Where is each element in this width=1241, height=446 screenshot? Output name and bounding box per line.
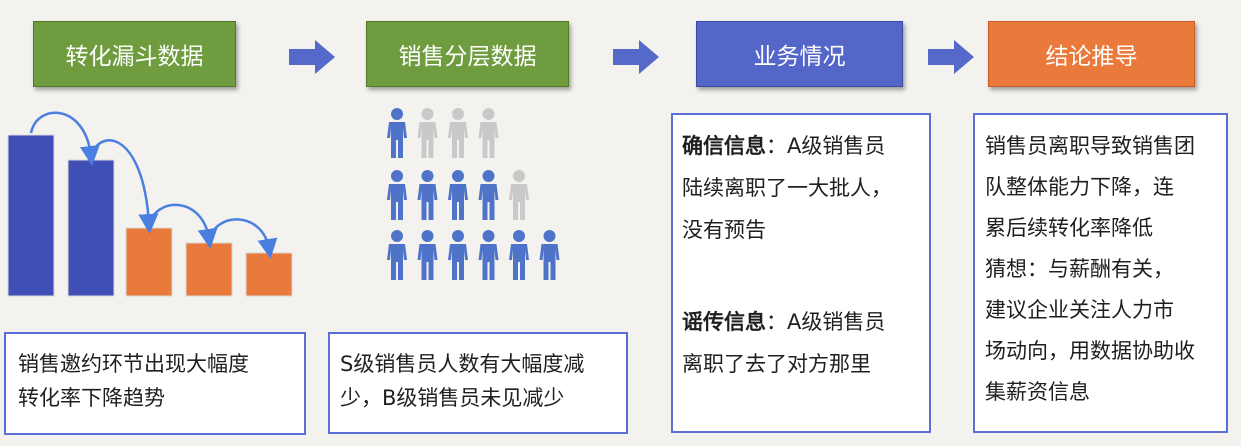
conclusion-line: 累后续转化率降低 <box>985 216 1153 240</box>
confirmed-info-line: 确信信息：A级销售员 <box>682 129 929 163</box>
person-icon <box>417 170 438 220</box>
funnel-bar <box>245 252 293 297</box>
funnel-caption: 销售邀约环节出现大幅度 转化率下降趋势 <box>4 332 306 435</box>
person-icon <box>387 108 407 158</box>
rumor-info-line: 谣传信息：A级销售员 <box>682 305 929 339</box>
person-icon <box>478 108 499 158</box>
funnel-bar <box>185 242 233 297</box>
conclusion-line: 销售员离职导致销售团 <box>985 134 1195 158</box>
confirmed-info-text: ：A级销售员 <box>766 134 886 158</box>
person-icon <box>387 170 407 220</box>
caption-line: 转化率下降趋势 <box>18 386 165 410</box>
person-icon <box>448 170 468 220</box>
conclusion-line: 场动向，用数据协助收 <box>985 339 1195 363</box>
step-label: 转化漏斗数据 <box>65 44 204 70</box>
funnel-step-arrow <box>147 203 218 249</box>
sales-tier-caption: S级销售员人数有大幅度减 少，B级销售员未见减少 <box>328 332 628 434</box>
right-arrow-icon <box>289 40 335 74</box>
rumor-info-title: 谣传信息 <box>682 310 766 334</box>
funnel-bar <box>125 227 173 297</box>
business-info-box: 确信信息：A级销售员 陆续离职了一大批人， 没有预告 谣传信息：A级销售员 离职… <box>671 113 931 433</box>
sales-staff-illustration <box>387 108 560 280</box>
step-label: 销售分层数据 <box>398 44 537 70</box>
person-icon <box>478 230 499 280</box>
person-icon <box>509 230 529 280</box>
step-business-situation: 业务情况 <box>696 21 903 87</box>
person-icon <box>417 230 438 280</box>
conclusion-line: 猜想：与薪酬有关， <box>985 257 1174 281</box>
person-icon <box>448 108 468 158</box>
funnel-step-arrow <box>89 139 159 234</box>
person-icon <box>417 108 438 158</box>
confirmed-info-line: 没有预告 <box>682 218 766 242</box>
step-label: 业务情况 <box>753 44 846 70</box>
confirmed-info-title: 确信信息 <box>682 134 766 158</box>
person-icon <box>448 230 468 280</box>
conclusion-line: 集薪资信息 <box>985 380 1090 404</box>
rumor-info-line: 离职了去了对方那里 <box>682 352 871 376</box>
conclusion-box: 销售员离职导致销售团 队整体能力下降，连 累后续转化率降低 猜想：与薪酬有关， … <box>973 113 1228 433</box>
caption-line: 少，B级销售员未见减少 <box>340 386 565 410</box>
caption-line: S级销售员人数有大幅度减 <box>340 352 585 376</box>
caption-line: 销售邀约环节出现大幅度 <box>18 352 249 376</box>
person-icon <box>478 170 499 220</box>
rumor-info-text: ：A级销售员 <box>766 310 886 334</box>
step-conclusion: 结论推导 <box>988 21 1195 87</box>
funnel-step-arrow <box>29 111 100 166</box>
person-icon <box>387 230 407 280</box>
conclusion-line: 队整体能力下降，连 <box>985 175 1174 199</box>
right-arrow-icon <box>613 40 659 74</box>
right-arrow-icon <box>928 40 974 74</box>
conclusion-line: 建议企业关注人力市 <box>985 298 1174 322</box>
funnel-step-arrow <box>207 218 278 259</box>
step-label: 结论推导 <box>1045 44 1138 70</box>
step-sales-tier-data: 销售分层数据 <box>366 21 569 87</box>
funnel-bar <box>67 159 115 297</box>
confirmed-info-line: 陆续离职了一大批人， <box>682 176 892 200</box>
person-icon <box>539 230 560 280</box>
funnel-bar <box>7 134 55 297</box>
step-funnel-data: 转化漏斗数据 <box>33 21 236 87</box>
funnel-illustration <box>7 111 293 297</box>
person-icon <box>509 170 529 220</box>
